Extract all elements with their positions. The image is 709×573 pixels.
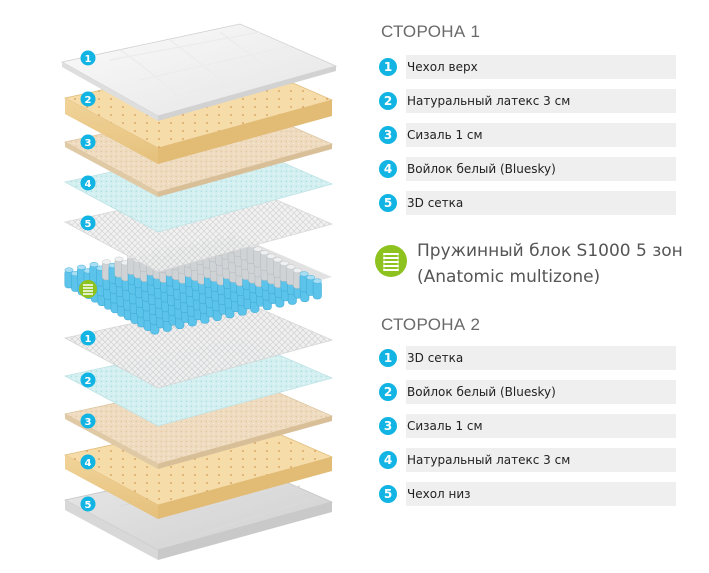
side2-item: 4 Натуральный латекс 3 см: [379, 448, 676, 472]
svg-text:1: 1: [85, 334, 92, 345]
layer-number-markers: 1 2 3 4 5 1 2 3 4 5: [80, 50, 96, 512]
spring-icon: [375, 245, 407, 277]
number-badge: 2: [379, 92, 397, 110]
side1-item: 2 Натуральный латекс 3 см: [379, 89, 676, 113]
side2-item: 3 Сизаль 1 см: [379, 414, 676, 438]
number-badge: 2: [379, 383, 397, 401]
side1-item: 3 Сизаль 1 см: [379, 123, 676, 147]
item-label: Войлок белый (Bluesky): [406, 380, 676, 404]
svg-text:5: 5: [85, 500, 92, 511]
layer-top-cover: [60, 23, 338, 121]
svg-text:2: 2: [85, 376, 92, 387]
side1-item: 1 Чехол верх: [379, 55, 676, 79]
number-badge: 1: [379, 349, 397, 367]
spring-caption-text: Пружинный блок S1000 5 зон (Anatomic mul…: [417, 238, 683, 290]
spring-block-caption: Пружинный блок S1000 5 зон (Anatomic mul…: [374, 236, 683, 292]
number-badge: 1: [379, 58, 397, 76]
number-badge: 5: [379, 194, 397, 212]
number-badge: 3: [379, 417, 397, 435]
item-label: Чехол низ: [406, 482, 676, 506]
number-badge: 3: [379, 126, 397, 144]
side2-item: 2 Войлок белый (Bluesky): [379, 380, 676, 404]
side1-item: 4 Войлок белый (Bluesky): [379, 157, 676, 181]
spring-badge-icon: [79, 280, 97, 298]
item-label: 3D сетка: [406, 346, 676, 370]
layer-spring-block: [64, 232, 332, 335]
item-label: Сизаль 1 см: [406, 414, 676, 438]
side1-title: СТОРОНА 1: [381, 22, 481, 41]
svg-text:2: 2: [85, 95, 92, 106]
item-label: 3D сетка: [406, 191, 676, 215]
number-badge: 4: [379, 160, 397, 178]
item-label: Чехол верх: [406, 55, 676, 79]
side2-item: 5 Чехол низ: [379, 482, 676, 506]
side1-item: 5 3D сетка: [379, 191, 676, 215]
item-label: Войлок белый (Bluesky): [406, 157, 676, 181]
svg-text:3: 3: [85, 417, 92, 428]
mattress-layer-diagram: 1 2 3 4 5 1 2 3 4 5: [60, 23, 338, 560]
svg-text:3: 3: [85, 138, 92, 149]
side2-item: 1 3D сетка: [379, 346, 676, 370]
number-badge: 4: [379, 451, 397, 469]
spring-caption-line1: Пружинный блок S1000 5 зон: [417, 241, 683, 261]
side2-title: СТОРОНА 2: [381, 315, 481, 334]
item-label: Натуральный латекс 3 см: [406, 89, 676, 113]
number-badge: 5: [379, 485, 397, 503]
item-label: Натуральный латекс 3 см: [406, 448, 676, 472]
svg-text:4: 4: [85, 179, 92, 190]
item-label: Сизаль 1 см: [406, 123, 676, 147]
svg-text:5: 5: [85, 219, 92, 230]
svg-text:4: 4: [85, 458, 92, 469]
spring-caption-line2: (Anatomic multizone): [417, 267, 601, 287]
svg-text:1: 1: [85, 54, 92, 65]
